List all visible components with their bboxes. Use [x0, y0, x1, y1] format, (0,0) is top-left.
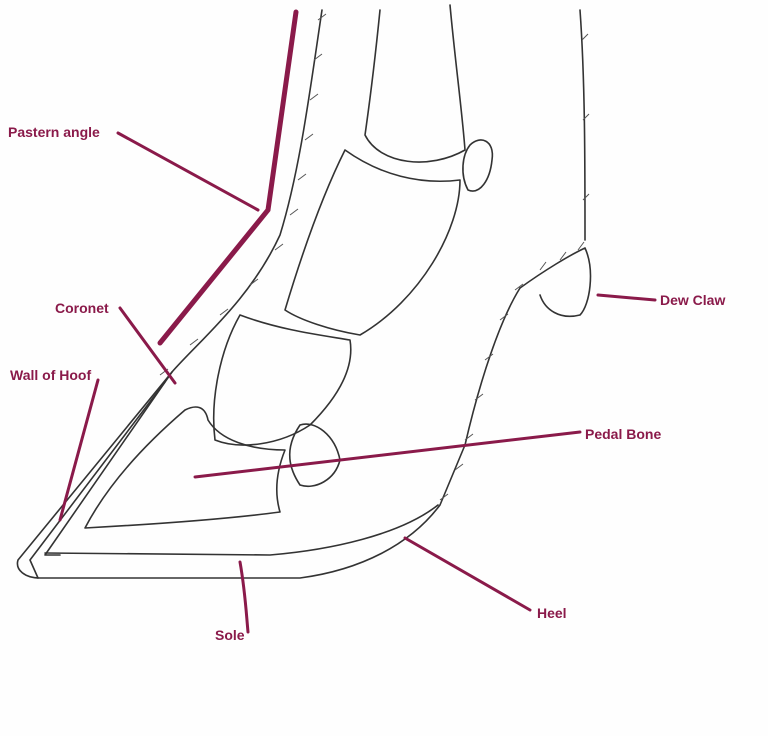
wall-of-hoof-leader	[58, 378, 100, 522]
short-pastern-bone	[212, 314, 352, 446]
inner-wall-line-2	[44, 371, 173, 556]
label-pastern-angle: Pastern angle	[8, 124, 100, 140]
pedal-bone-leader	[193, 430, 582, 479]
dew-claw-outline	[519, 247, 592, 317]
front-hatching	[159, 13, 327, 376]
label-coronet: Coronet	[55, 300, 109, 316]
back-leg-outline	[579, 9, 586, 241]
pastern-angle-leader	[116, 131, 260, 212]
navicular-bone	[288, 423, 341, 487]
label-pedal-bone: Pedal Bone	[585, 426, 662, 442]
long-pastern-bone	[284, 149, 461, 336]
dew-claw-leader	[596, 293, 657, 302]
sesamoid-bone	[462, 139, 494, 192]
pastern-angle-line	[157, 9, 299, 346]
label-sole: Sole	[215, 627, 245, 643]
inner-wall-line	[29, 381, 166, 579]
sole-line	[44, 504, 439, 556]
label-wall-of-hoof: Wall of Hoof	[10, 367, 92, 383]
heel-hatching	[439, 33, 590, 501]
heel-leader	[403, 536, 532, 612]
label-dew-claw: Dew Claw	[660, 292, 726, 308]
pedal-bone-outline	[84, 406, 286, 529]
front-leg-outline	[16, 9, 521, 579]
coronet-leader	[118, 306, 177, 385]
label-heel: Heel	[537, 605, 567, 621]
cannon-bone	[364, 4, 466, 163]
sole-leader	[238, 560, 250, 634]
